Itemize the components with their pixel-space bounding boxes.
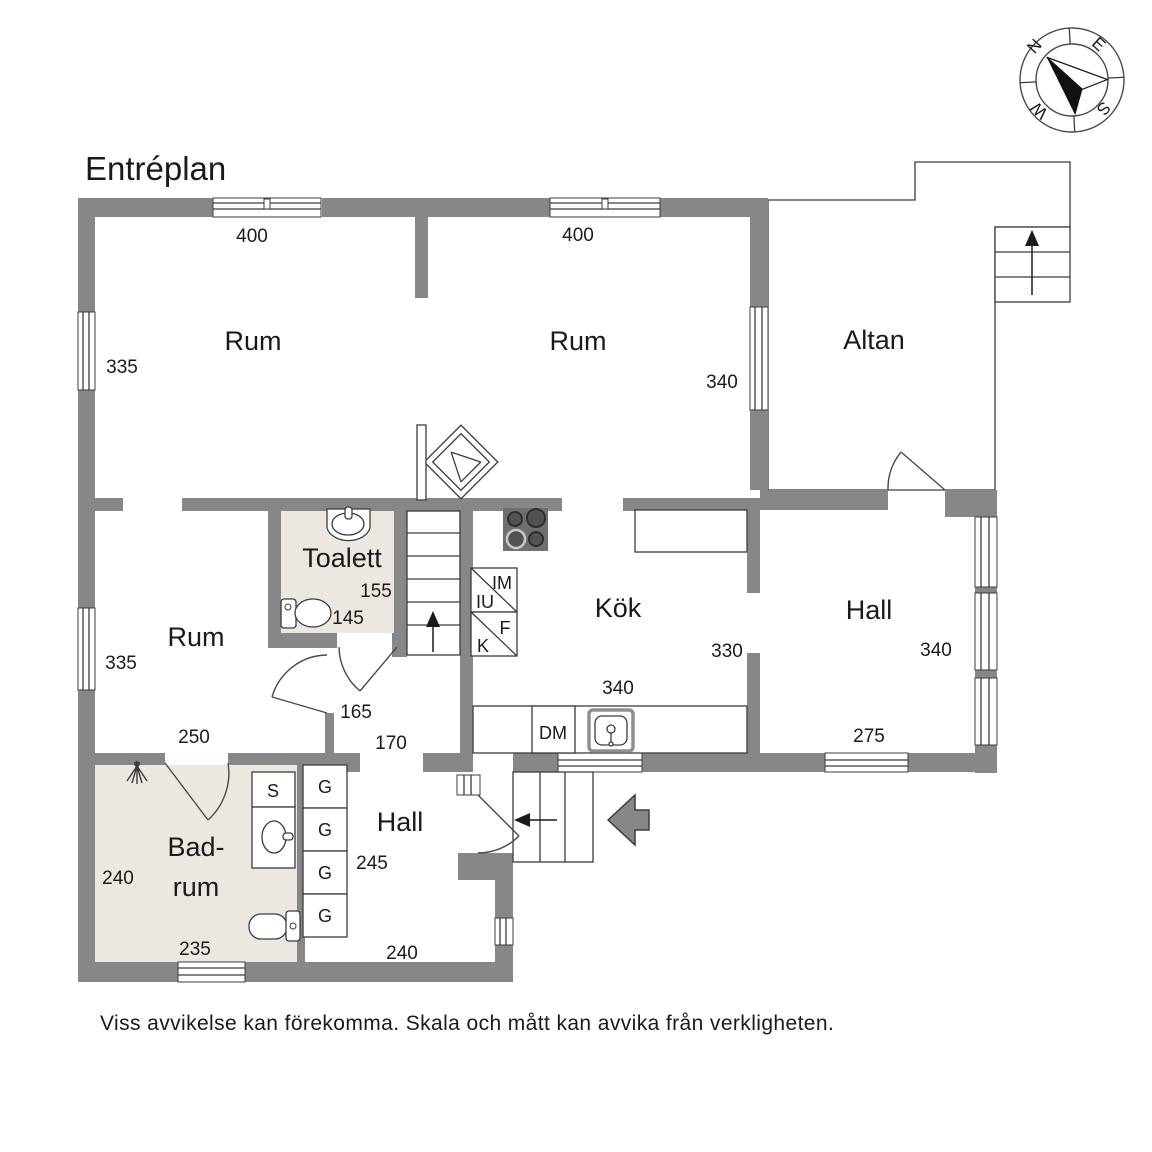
disclaimer-text: Viss avvikelse kan förekomma. Skala och …: [100, 1012, 834, 1035]
badrum-wc-icon: [248, 910, 301, 942]
dim-240-hall: 240: [386, 943, 418, 964]
dim-330: 330: [711, 641, 743, 662]
room-label-badrum-2: rum: [173, 872, 220, 902]
window-hall-bottom: [824, 752, 909, 773]
thin-wall-stub: [416, 424, 427, 501]
dim-250: 250: [178, 727, 210, 748]
wardrobe-column: [302, 764, 348, 938]
dim-240-badrum: 240: [102, 868, 134, 889]
altan-steps: [994, 226, 1071, 303]
entrance-steps: [512, 771, 594, 863]
room-label-rum3: Rum: [167, 622, 224, 652]
label-g2: G: [318, 820, 332, 840]
room-label-hall-entry: Hall: [377, 807, 424, 837]
steps-direction-arrow: [514, 813, 530, 827]
window-hall-right-2: [974, 592, 998, 671]
door-rum-left: [271, 654, 328, 714]
room-label-hall-right: Hall: [846, 595, 893, 625]
dim-335-bottom: 335: [105, 653, 137, 674]
window-rum2-top: [549, 197, 661, 218]
window-entry-sidelight: [456, 774, 481, 796]
window-rum1-left: [77, 311, 96, 391]
window-entry-side: [494, 917, 514, 946]
room-label-badrum-1: Bad-: [167, 832, 224, 862]
appliance-labels: IM IU F K DM S G G G G: [267, 573, 567, 926]
dim-165: 165: [340, 702, 372, 723]
room-label-toalett: Toalett: [302, 543, 382, 573]
label-g1: G: [318, 777, 332, 797]
label-dm: DM: [539, 723, 567, 743]
shower-icon: [126, 761, 148, 784]
altan-floor: [767, 161, 1071, 491]
kitchen-sink-icon: [587, 708, 635, 753]
dishwasher-box: [531, 705, 576, 754]
window-kok: [557, 752, 643, 773]
toalett-wc-icon: [280, 598, 332, 629]
label-im: IM: [492, 573, 512, 593]
appliance-box-im-iu: [470, 567, 518, 613]
dim-335-top: 335: [106, 357, 138, 378]
stairs-main: [406, 510, 461, 656]
label-f: F: [500, 618, 511, 638]
label-k: K: [477, 636, 489, 656]
dim-400-left: 400: [236, 226, 268, 247]
appliance-box-f-k: [470, 611, 518, 657]
page-title: Entréplan: [85, 150, 226, 187]
dim-340-rum2: 340: [706, 372, 738, 393]
dim-245: 245: [356, 853, 388, 874]
label-g3: G: [318, 863, 332, 883]
altan-steps-up-arrow: [1025, 230, 1039, 246]
label-s: S: [267, 781, 279, 801]
doors: [164, 451, 946, 854]
room-label-altan: Altan: [843, 325, 905, 355]
door-altan: [887, 451, 946, 491]
room-label-rum1: Rum: [224, 326, 281, 356]
toalett-sink-icon: [326, 506, 371, 542]
kitchen-cabinet: [634, 509, 748, 553]
door-toalett: [338, 646, 398, 692]
label-g4: G: [318, 906, 332, 926]
dim-235: 235: [179, 939, 211, 960]
dim-400-right: 400: [562, 225, 594, 246]
window-hall-right-1: [974, 516, 998, 588]
window-rum3-left: [77, 607, 96, 691]
stove-icon: [503, 508, 548, 551]
door-badrum: [164, 762, 230, 821]
dim-155: 155: [360, 581, 392, 602]
label-iu: IU: [476, 592, 494, 612]
windows: [77, 197, 998, 983]
walls: [78, 198, 997, 982]
dimension-labels: 400 400 335 335 340 155 145 165 170 330 …: [102, 225, 952, 964]
window-rum1-top: [212, 197, 322, 218]
badrum-cabinets: [251, 771, 296, 869]
window-badrum: [177, 961, 246, 983]
kitchen-counter: [472, 705, 748, 754]
stairs-up-arrow: [426, 611, 440, 627]
room-labels: Rum Rum Rum Altan Toalett Kök Hall Hall …: [167, 325, 904, 902]
compass: N E S W: [1019, 27, 1125, 133]
entrance-arrow: [606, 793, 650, 847]
door-entrance: [477, 794, 520, 854]
dim-275: 275: [853, 726, 885, 747]
dim-170: 170: [375, 733, 407, 754]
fireplace-icon: [423, 424, 499, 500]
room-label-rum2: Rum: [549, 326, 606, 356]
dim-340-kok: 340: [602, 678, 634, 699]
cabinet-s-box: [251, 771, 296, 808]
room-label-kok: Kök: [595, 593, 642, 623]
compass-needle-black: [1046, 57, 1083, 116]
window-altan-wall: [749, 306, 769, 411]
dim-145: 145: [332, 608, 364, 629]
window-hall-right-3: [974, 677, 998, 746]
dim-340-hall: 340: [920, 640, 952, 661]
